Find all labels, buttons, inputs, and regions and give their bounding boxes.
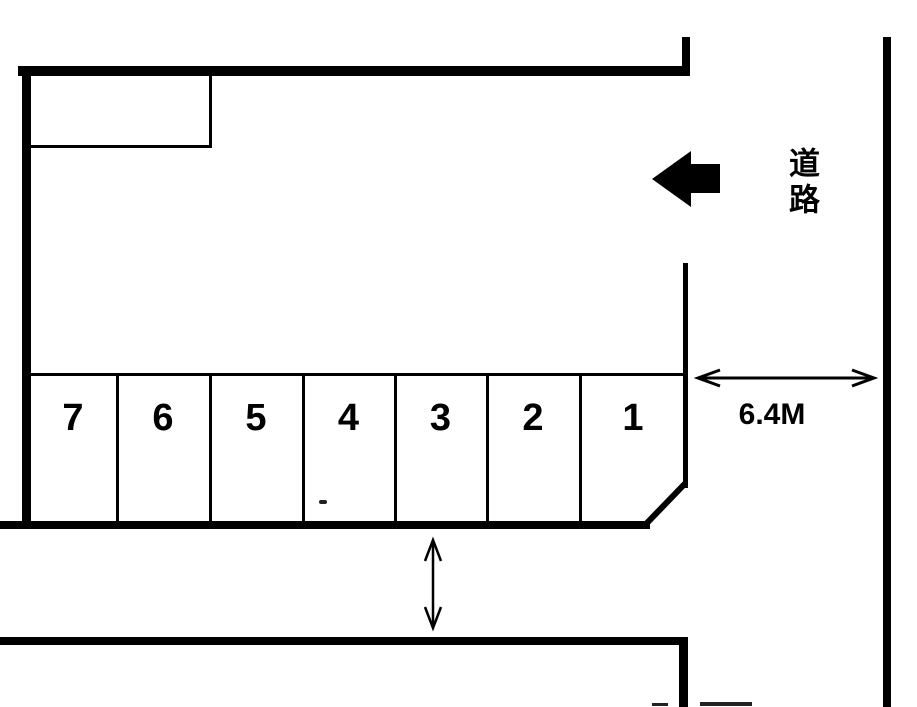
- entrance-width-label: 6.4M: [738, 398, 806, 431]
- outer-wall-right: [883, 37, 891, 707]
- road-label: 道路: [784, 147, 819, 219]
- boundary-stub-top-right: [682, 37, 690, 76]
- scan-artifact-smudge-1: [652, 703, 668, 706]
- space-divider-4-3: [394, 376, 397, 523]
- space-divider-5-4: [302, 376, 305, 523]
- space-divider-7-6: [116, 376, 119, 523]
- space-divider-2-1: [579, 376, 582, 523]
- space-label-1: 1: [622, 397, 644, 439]
- space-label-7: 7: [62, 397, 84, 439]
- space-divider-3-2: [486, 376, 489, 523]
- aisle-width-arrow-icon: [421, 535, 445, 633]
- scan-artifact-dot: [319, 500, 327, 504]
- bottom-wall-stub: [679, 637, 688, 707]
- parking-row-top-line: [29, 373, 686, 376]
- structure-rectangle: [31, 76, 212, 148]
- space-label-6: 6: [152, 397, 174, 439]
- scan-artifact-smudge-2: [700, 702, 752, 706]
- space-label-5: 5: [245, 397, 267, 439]
- space-label-4: 4: [337, 397, 360, 439]
- outer-wall-left: [22, 66, 31, 528]
- space-divider-6-5: [209, 376, 212, 523]
- outer-wall-top: [18, 66, 690, 76]
- entrance-corner-chamfer: [643, 481, 688, 527]
- space-label-2: 2: [522, 397, 544, 439]
- parking-row-bottom-line: [0, 521, 650, 529]
- road-direction-arrow-icon: [652, 151, 722, 207]
- bottom-wall: [0, 637, 688, 645]
- entrance-width-arrow-icon: [693, 367, 879, 389]
- space-label-3: 3: [429, 397, 452, 439]
